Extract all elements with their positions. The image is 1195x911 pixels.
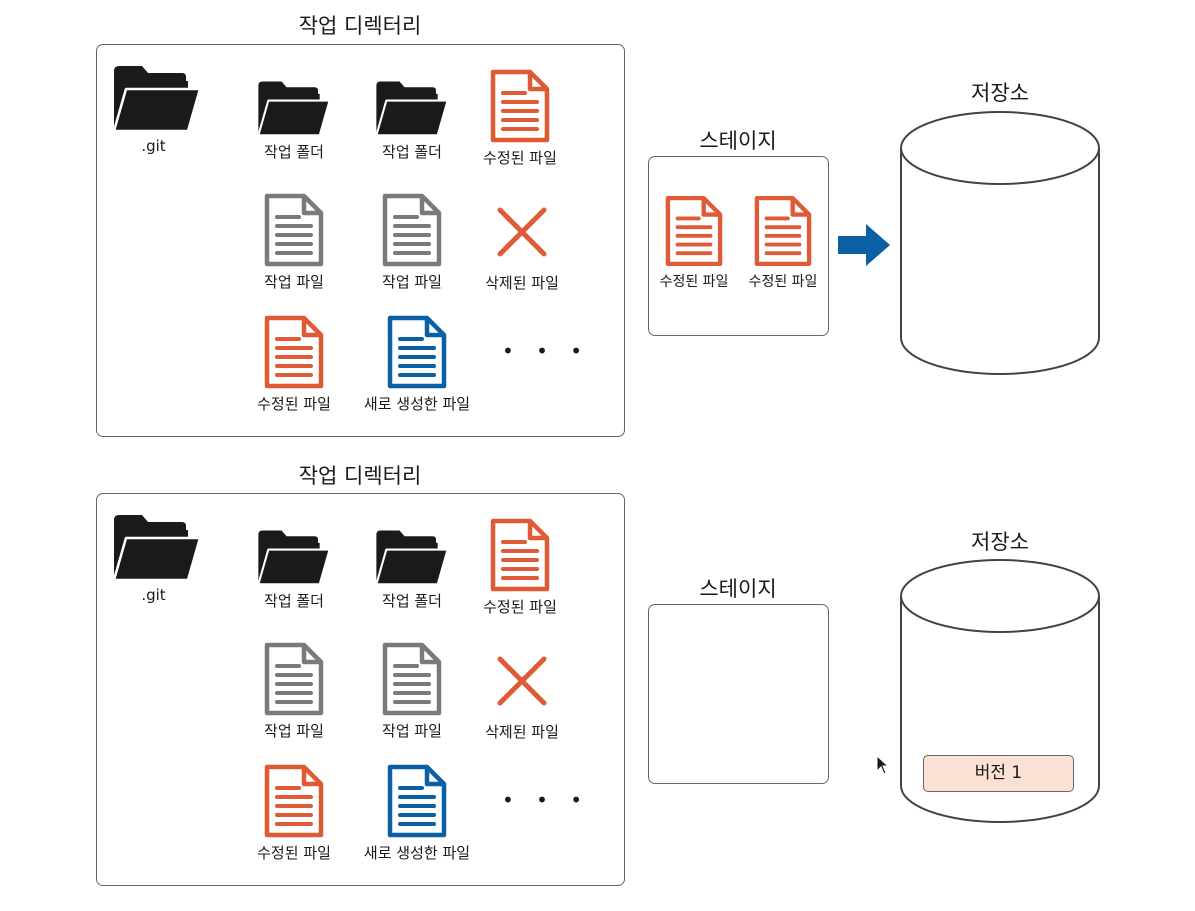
new-file-icon xyxy=(387,315,447,389)
modified-file-2[interactable]: 수정된 파일 xyxy=(239,315,349,414)
more-ellipsis: • • • xyxy=(502,339,591,363)
staging-title-top: 스테이지 xyxy=(699,129,777,153)
folder-icon xyxy=(372,79,452,137)
working-directory-panel-bottom: .git 작업 폴더 작업 폴더 수정된 파일 작업 파일 작업 파일 삭제된 … xyxy=(96,493,625,886)
repository-cylinder-top xyxy=(900,111,1100,375)
staged-file-2[interactable]: 수정된 파일 xyxy=(738,195,828,291)
folder-icon xyxy=(108,512,206,582)
work-file-icon xyxy=(382,642,442,716)
staged-file-label: 수정된 파일 xyxy=(748,274,818,290)
folder-icon xyxy=(254,528,334,586)
staging-title-bottom: 스테이지 xyxy=(699,577,777,601)
deleted-file[interactable]: 삭제된 파일 xyxy=(467,202,577,293)
work-file-1[interactable]: 작업 파일 xyxy=(239,642,349,741)
new-file-icon xyxy=(387,764,447,838)
working-directory-panel-top: .git 작업 폴더 작업 폴더 수정된 파일 작업 파일 작업 파일 삭제된 … xyxy=(96,44,625,437)
work-folder-1[interactable]: 작업 폴더 xyxy=(239,528,349,611)
work-file-label: 작업 파일 xyxy=(264,722,324,740)
working-directory-title-bottom: 작업 디렉터리 xyxy=(298,464,422,488)
modified-file-icon xyxy=(754,195,812,267)
work-folder-label: 작업 폴더 xyxy=(382,592,442,610)
deleted-file[interactable]: 삭제된 파일 xyxy=(467,651,577,742)
modified-file-label: 수정된 파일 xyxy=(483,598,557,616)
work-file-label: 작업 파일 xyxy=(382,273,442,291)
work-file-icon xyxy=(264,193,324,267)
work-file-label: 작업 파일 xyxy=(382,722,442,740)
work-file-label: 작업 파일 xyxy=(264,273,324,291)
new-file-label: 새로 생성한 파일 xyxy=(363,395,471,413)
modified-file-2[interactable]: 수정된 파일 xyxy=(239,764,349,863)
repository-title-bottom: 저장소 xyxy=(971,530,1029,554)
new-file-label: 새로 생성한 파일 xyxy=(363,844,471,862)
delete-x-icon xyxy=(492,202,552,262)
modified-file-icon xyxy=(264,764,324,838)
git-label: .git xyxy=(141,137,166,155)
modified-file-icon xyxy=(264,315,324,389)
repository-title-top: 저장소 xyxy=(971,81,1029,105)
modified-file-label: 수정된 파일 xyxy=(483,149,557,167)
git-folder[interactable]: .git xyxy=(99,512,214,604)
staged-file-1[interactable]: 수정된 파일 xyxy=(649,195,739,291)
modified-file-1[interactable]: 수정된 파일 xyxy=(465,69,575,168)
commit-arrow-icon xyxy=(838,224,890,266)
deleted-file-label: 삭제된 파일 xyxy=(485,274,559,292)
work-file-2[interactable]: 작업 파일 xyxy=(357,642,467,741)
work-file-1[interactable]: 작업 파일 xyxy=(239,193,349,292)
version-1-box[interactable]: 버전 1 xyxy=(923,755,1074,792)
folder-icon xyxy=(372,528,452,586)
work-folder-1[interactable]: 작업 폴더 xyxy=(239,79,349,162)
work-folder-label: 작업 폴더 xyxy=(264,143,324,161)
work-folder-label: 작업 폴더 xyxy=(264,592,324,610)
staging-panel-bottom xyxy=(648,604,829,784)
modified-file-label: 수정된 파일 xyxy=(257,844,331,862)
deleted-file-label: 삭제된 파일 xyxy=(485,723,559,741)
modified-file-1[interactable]: 수정된 파일 xyxy=(465,518,575,617)
modified-file-label: 수정된 파일 xyxy=(257,395,331,413)
folder-icon xyxy=(108,63,206,133)
work-folder-2[interactable]: 작업 폴더 xyxy=(357,528,467,611)
staging-panel-top: 수정된 파일 수정된 파일 xyxy=(648,156,829,336)
work-file-icon xyxy=(382,193,442,267)
working-directory-title-top: 작업 디렉터리 xyxy=(298,14,422,38)
work-file-2[interactable]: 작업 파일 xyxy=(357,193,467,292)
more-ellipsis: • • • xyxy=(502,788,591,812)
new-file[interactable]: 새로 생성한 파일 xyxy=(357,764,477,863)
git-label: .git xyxy=(141,586,166,604)
modified-file-icon xyxy=(665,195,723,267)
delete-x-icon xyxy=(492,651,552,711)
staged-file-label: 수정된 파일 xyxy=(659,274,729,290)
work-folder-label: 작업 폴더 xyxy=(382,143,442,161)
new-file[interactable]: 새로 생성한 파일 xyxy=(357,315,477,414)
work-folder-2[interactable]: 작업 폴더 xyxy=(357,79,467,162)
modified-file-icon xyxy=(490,69,550,143)
modified-file-icon xyxy=(490,518,550,592)
folder-icon xyxy=(254,79,334,137)
work-file-icon xyxy=(264,642,324,716)
git-folder[interactable]: .git xyxy=(99,63,214,155)
mouse-cursor-icon xyxy=(876,755,890,775)
